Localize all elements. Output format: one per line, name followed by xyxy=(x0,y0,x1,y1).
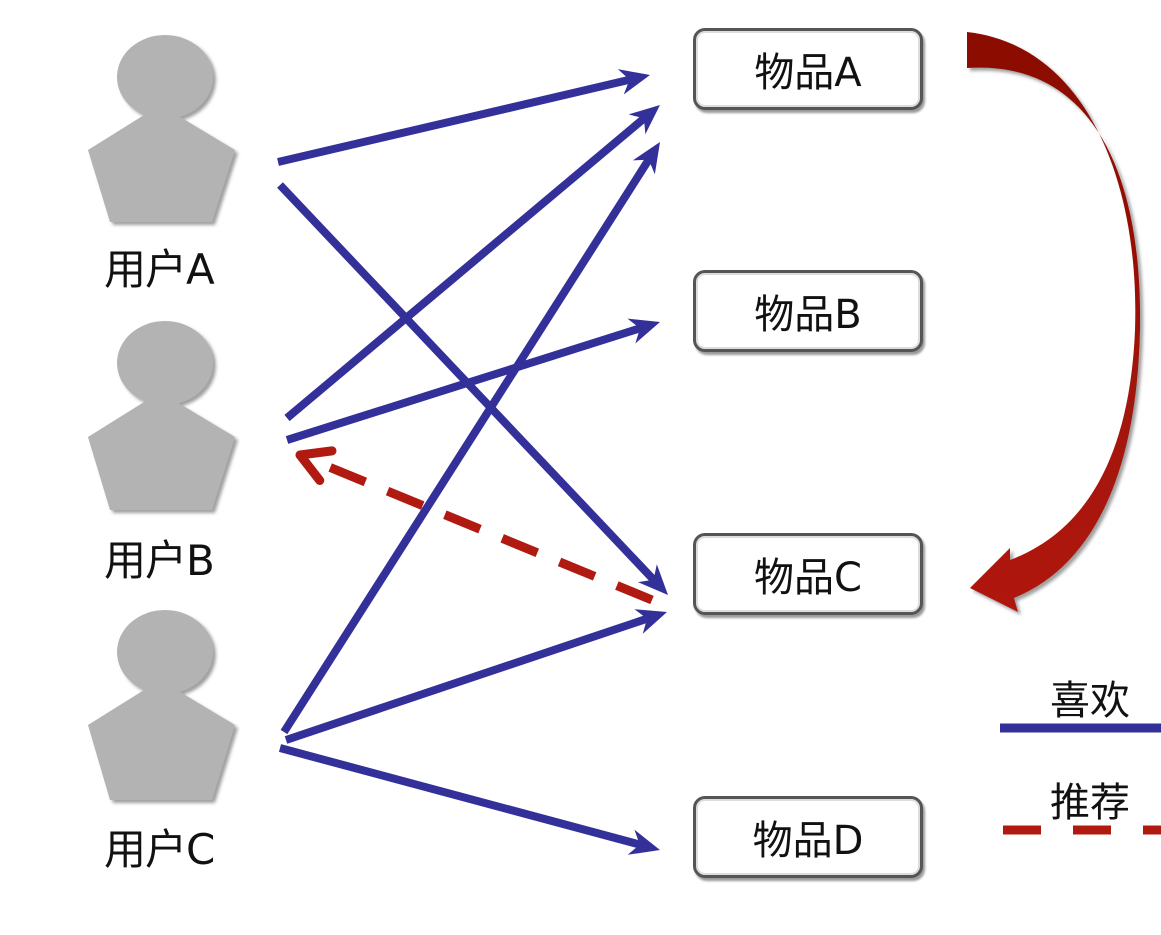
recommend-arrowhead-icon xyxy=(295,446,337,485)
like-edge-userC-itemA xyxy=(280,142,660,735)
arrowhead-icon xyxy=(627,318,660,344)
arrowhead-icon xyxy=(632,142,660,175)
recommendation-edges xyxy=(295,446,654,605)
user-label-C: 用户C xyxy=(104,825,215,874)
like-edge-line xyxy=(277,75,631,166)
legend-recommend-label: 推荐 xyxy=(1050,780,1130,826)
like-edge-line xyxy=(278,744,641,849)
user-icon-A xyxy=(88,35,235,222)
arrowhead-icon xyxy=(634,609,667,634)
like-edge-userB-itemA xyxy=(284,105,660,422)
item-box-B: 物品B xyxy=(693,270,923,352)
like-edge-userC-itemD xyxy=(278,744,660,855)
user-label-B: 用户B xyxy=(104,536,215,585)
item-box-A: 物品A xyxy=(693,28,923,110)
user-icon-C xyxy=(88,610,235,800)
like-edge-line xyxy=(285,324,642,444)
legend-like-label: 喜欢 xyxy=(1050,678,1130,724)
like-edge-userA-itemC xyxy=(277,182,668,595)
user-label-A: 用户A xyxy=(104,245,215,294)
item-box-D: 物品D xyxy=(693,796,923,878)
arrowhead-icon xyxy=(628,105,660,135)
item-box-C: 物品C xyxy=(693,533,923,615)
like-edge-line xyxy=(284,614,649,744)
like-edge-userA-itemA xyxy=(277,69,650,166)
like-edge-userC-itemC xyxy=(284,609,667,744)
like-edges xyxy=(277,69,668,855)
like-edge-line xyxy=(284,115,647,422)
arrowhead-icon xyxy=(617,69,650,95)
curved-arrow-icon xyxy=(967,32,1141,612)
like-edge-userB-itemB xyxy=(285,318,660,444)
arrowhead-icon xyxy=(637,564,668,595)
arrowhead-icon xyxy=(627,829,660,855)
user-icon-B xyxy=(88,321,235,510)
like-edge-line xyxy=(280,157,653,735)
recommend-edge-itemC-userB xyxy=(295,446,654,605)
